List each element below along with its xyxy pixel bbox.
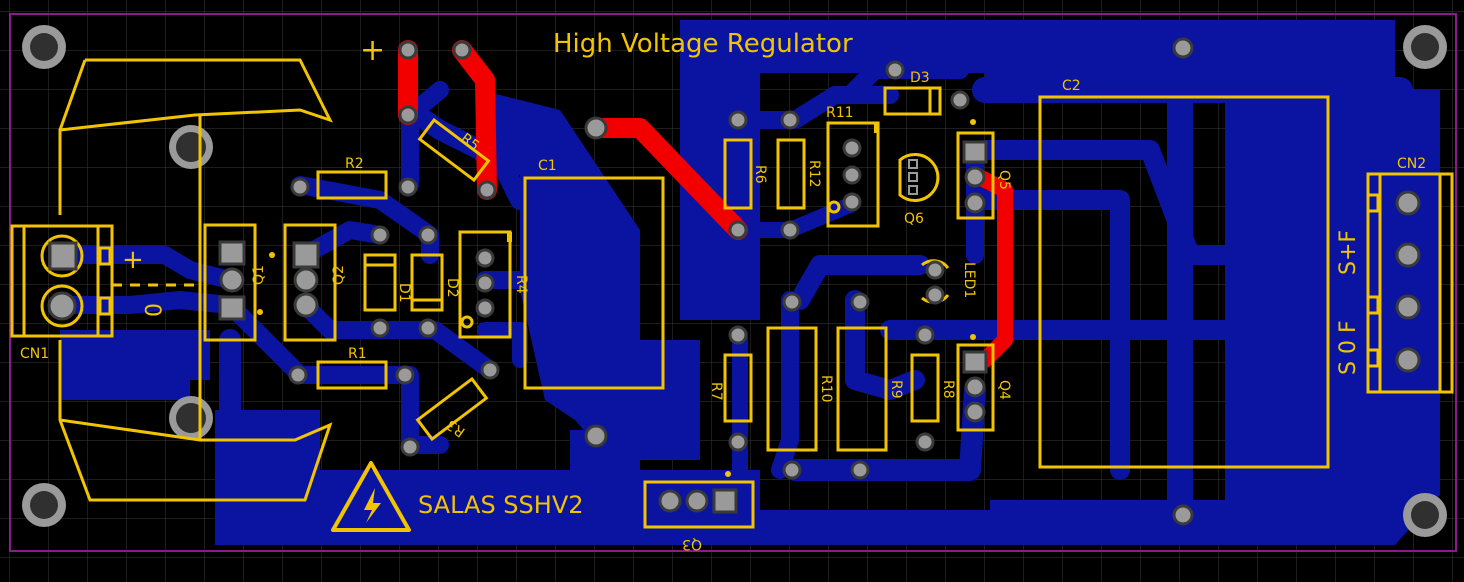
r8-label: R8 <box>940 380 956 399</box>
transistor-q3: Q3 <box>643 471 755 552</box>
bottom-copper-layer <box>60 20 1440 545</box>
resistor-r9: R9 <box>836 292 904 480</box>
r11-label: R11 <box>826 105 854 121</box>
transistor-q5: Q5 <box>956 119 1012 220</box>
r9-label: R9 <box>888 380 904 399</box>
diode-d2: D2 <box>410 225 460 338</box>
r10-label: R10 <box>818 375 834 403</box>
resistor-r7: R7 <box>708 325 753 452</box>
mounting-holes <box>22 25 1447 537</box>
q2-label: Q2 <box>331 265 347 285</box>
transistor-q1: Q1 <box>203 223 275 342</box>
r7-label: R7 <box>708 382 724 401</box>
transistor-q2: Q2 <box>257 223 347 342</box>
board-title: High Voltage Regulator <box>553 29 853 59</box>
q3-label: Q3 <box>682 536 702 552</box>
q6-label: Q6 <box>904 211 924 227</box>
trimmer-r4: R4 <box>458 230 529 339</box>
brand-label: SALAS SSHV2 <box>418 491 584 519</box>
transistor-q4: Q4 <box>956 334 1012 432</box>
transistor-q6: Q6 <box>898 153 940 227</box>
d3-label: D3 <box>910 70 930 86</box>
capacitor-c1: C1 <box>523 116 665 448</box>
top-traces <box>398 40 1013 368</box>
led-led1: LED1 <box>921 259 977 305</box>
bottom-traces <box>51 47 1418 528</box>
resistor-r8: R8 <box>910 325 956 452</box>
cn2-upper-pins-label: S+F <box>1336 230 1361 275</box>
d2-label: D2 <box>444 278 460 298</box>
q1-label: Q1 <box>251 265 267 285</box>
diode-d1: D1 <box>363 225 412 338</box>
cn2-lower-pins-label: S 0 F <box>1336 320 1361 375</box>
q5-label: Q5 <box>996 170 1012 190</box>
cn1-plus-label: + <box>122 245 144 275</box>
resistor-r2: R2 <box>290 156 418 200</box>
r12-label: R12 <box>806 160 822 188</box>
diode-d3: D3 <box>883 60 970 116</box>
cn1-zero-label: 0 <box>139 303 164 317</box>
r4-label: R4 <box>513 275 529 294</box>
connector-cn1: CN1 + 0 <box>10 224 200 362</box>
resistor-r1: R1 <box>288 346 415 390</box>
resistor-r5: R5 <box>398 40 497 200</box>
plus-label-top: + <box>360 33 385 68</box>
r2-label: R2 <box>345 156 364 172</box>
c1-label: C1 <box>538 158 557 174</box>
cn1-label: CN1 <box>20 346 49 362</box>
capacitor-c2: C2 <box>1038 37 1330 526</box>
high-voltage-warning-icon <box>331 461 411 532</box>
c2-label: C2 <box>1062 78 1081 94</box>
r6-label: R6 <box>752 165 768 184</box>
d1-label: D1 <box>396 283 412 303</box>
led1-label: LED1 <box>961 262 977 298</box>
board-outline <box>9 13 1457 552</box>
cn2-label: CN2 <box>1397 156 1426 172</box>
heatsink-outline <box>58 58 333 502</box>
resistor-r12: R12 <box>776 110 822 240</box>
resistor-r10: R10 <box>766 292 834 480</box>
trimmer-r11: R11 <box>826 105 880 228</box>
connector-cn2: CN2 S+F S 0 F <box>1336 156 1454 394</box>
r1-label: R1 <box>348 346 367 362</box>
resistor-r6: R6 <box>723 110 768 240</box>
q4-label: Q4 <box>996 380 1012 400</box>
